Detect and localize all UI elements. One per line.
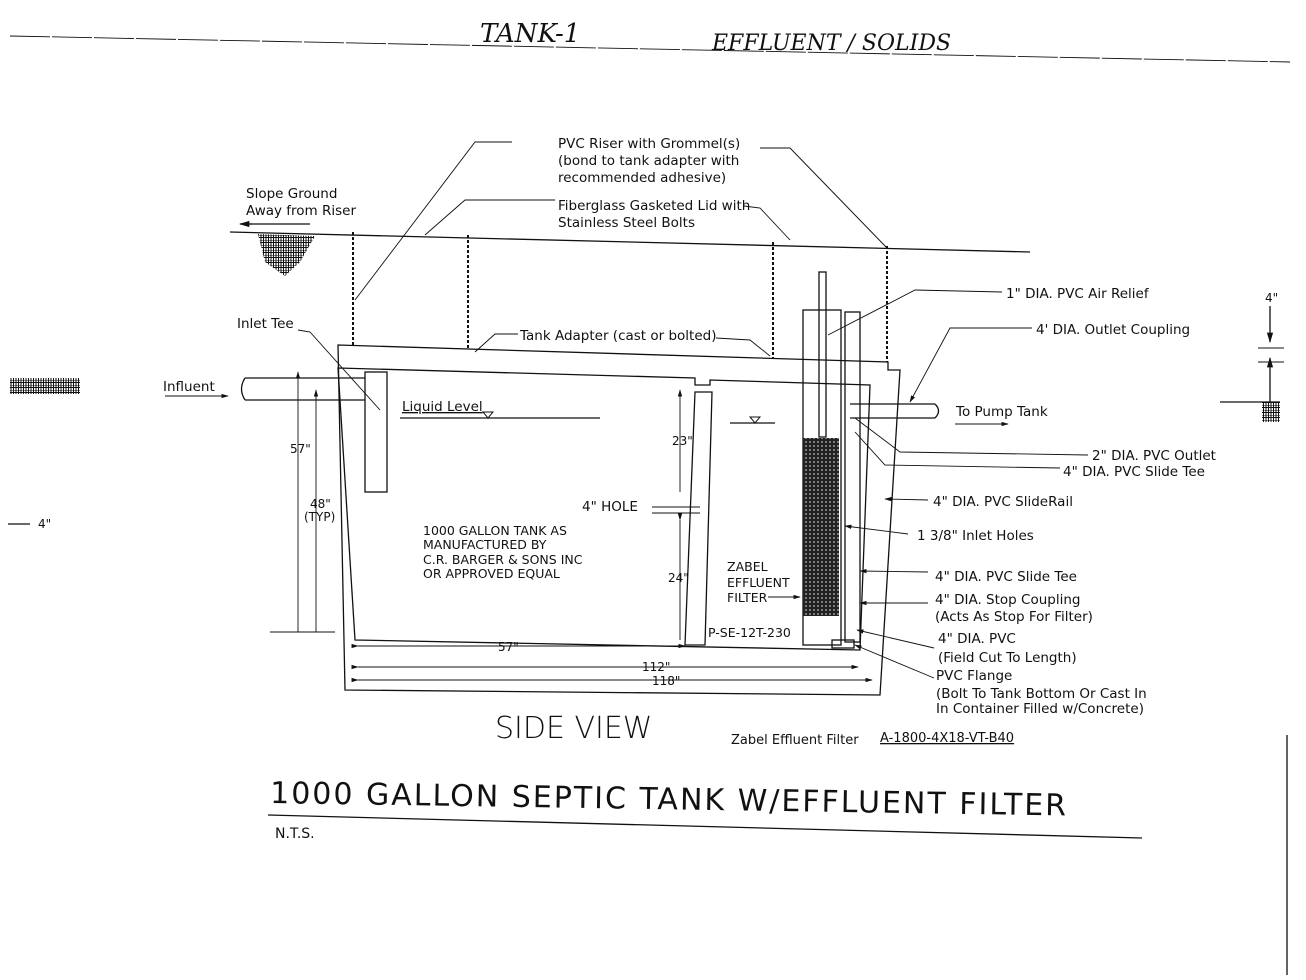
soil-hatch-right bbox=[1262, 402, 1280, 422]
dim-57-height: 57" bbox=[290, 442, 311, 456]
footer: SIDE VIEW Zabel Effluent Filter A-1800-4… bbox=[267, 711, 1288, 975]
effluent-filter bbox=[802, 271, 861, 649]
air-relief-label: 1" DIA. PVC Air Relief bbox=[1006, 286, 1150, 302]
handwritten-effluent-label: EFFLUENT / SOLIDS bbox=[711, 31, 951, 56]
stop-coupling-label-1: 4" DIA. Stop Coupling bbox=[935, 592, 1080, 608]
drawing-title: 1000 GALLON SEPTIC TANK W/EFFLUENT FILTE… bbox=[270, 776, 1068, 824]
soil-hatch bbox=[258, 234, 315, 276]
four-inch-left-label: 4" bbox=[38, 517, 51, 531]
dim-48: 48" bbox=[310, 497, 331, 511]
slope-ground-label-2: Away from Riser bbox=[246, 203, 356, 219]
four-inch-right-label: 4" bbox=[1265, 291, 1278, 305]
soil-hatch-left bbox=[10, 378, 80, 394]
fiberglass-lid-label-2: Stainless Steel Bolts bbox=[558, 215, 695, 231]
to-pump-tank-label: To Pump Tank bbox=[955, 404, 1048, 420]
dim-24: 24" bbox=[668, 571, 689, 585]
tank-body bbox=[240, 344, 940, 696]
dim-57-width: 57" bbox=[498, 640, 519, 654]
dim-23: 23" bbox=[672, 434, 693, 448]
dim-112: 112" bbox=[642, 660, 670, 674]
inlet-tee-label: Inlet Tee bbox=[237, 316, 294, 332]
filter-mesh bbox=[803, 438, 839, 616]
pvc-outlet-label: 2" DIA. PVC Outlet bbox=[1092, 448, 1216, 464]
tank-note-3: C.R. BARGER & SONS INC bbox=[423, 552, 583, 567]
filter-model: A-1800-4X18-VT-B40 bbox=[880, 731, 1014, 746]
outlet-pipe bbox=[850, 403, 940, 419]
part-number: P-SE-12T-230 bbox=[708, 625, 791, 640]
pvc-field-cut-label-2: (Field Cut To Length) bbox=[938, 650, 1077, 666]
fiberglass-lid-label-1: Fiberglass Gasketed Lid with bbox=[558, 198, 750, 214]
pvc-riser-label-2: (bond to tank adapter with bbox=[558, 153, 739, 169]
filter-name-1: ZABEL bbox=[727, 559, 768, 574]
view-label: SIDE VIEW bbox=[495, 711, 652, 746]
dim-118: 118" bbox=[652, 674, 680, 688]
pvc-flange-label-2: (Bolt To Tank Bottom Or Cast In bbox=[936, 686, 1147, 702]
liquid-level-label: Liquid Level bbox=[402, 399, 483, 415]
inlet-holes-label: 1 3/8" Inlet Holes bbox=[917, 528, 1034, 544]
dim-48-typ: (TYP) bbox=[304, 510, 335, 524]
tank-note-2: MANUFACTURED BY bbox=[423, 537, 547, 552]
header: TANK-1 EFFLUENT / SOLIDS bbox=[9, 19, 1291, 63]
ground-line bbox=[229, 231, 1031, 253]
handwritten-tank-label: TANK-1 bbox=[480, 19, 580, 49]
tank-note-4: OR APPROVED EQUAL bbox=[423, 566, 560, 581]
filter-name-3: FILTER bbox=[727, 590, 768, 605]
pvc-flange-label-1: PVC Flange bbox=[936, 668, 1012, 684]
hole-label: 4" HOLE bbox=[582, 499, 638, 515]
slope-ground-label-1: Slope Ground bbox=[246, 186, 337, 202]
pvc-flange-label-3: In Container Filled w/Concrete) bbox=[936, 701, 1144, 717]
slide-tee-top-label: 4" DIA. PVC Slide Tee bbox=[1063, 464, 1205, 480]
outlet-coupling-label: 4' DIA. Outlet Coupling bbox=[1036, 322, 1190, 338]
filter-name-2: EFFLUENT bbox=[727, 575, 790, 590]
influent-pipe bbox=[240, 377, 365, 401]
labels: PVC Riser with Grommel(s) (bond to tank … bbox=[38, 136, 1278, 717]
influent-label: Influent bbox=[163, 379, 215, 395]
dimension-lines bbox=[270, 371, 873, 683]
scale-label: N.T.S. bbox=[275, 826, 315, 842]
pvc-riser-label-1: PVC Riser with Grommel(s) bbox=[558, 136, 740, 152]
tank-note-1: 1000 GALLON TANK AS bbox=[423, 523, 567, 538]
slide-tee-label: 4" DIA. PVC Slide Tee bbox=[935, 569, 1077, 585]
tank-adapter-label: Tank Adapter (cast or bolted) bbox=[519, 328, 717, 344]
pvc-riser-label-3: recommended adhesive) bbox=[558, 170, 726, 186]
slide-rail-label: 4" DIA. PVC SlideRail bbox=[933, 494, 1073, 510]
inlet-tee bbox=[364, 371, 388, 493]
filter-caption: Zabel Effluent Filter bbox=[731, 733, 859, 748]
stop-coupling-label-2: (Acts As Stop For Filter) bbox=[935, 609, 1093, 625]
pvc-field-cut-label-1: 4" DIA. PVC bbox=[938, 631, 1016, 647]
leader-lines bbox=[165, 141, 1089, 679]
